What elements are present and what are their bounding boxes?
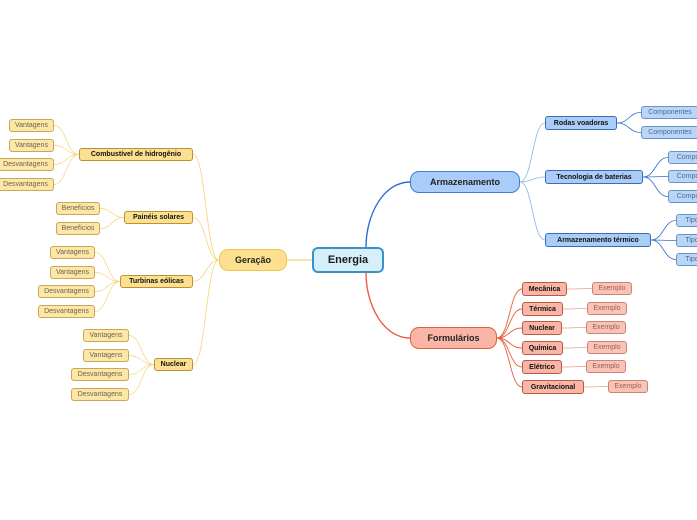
leaf-termico-1[interactable]: Tipo [676,214,697,227]
link-sub-node-tecnologia-baterias-0 [642,157,669,178]
link-sub-node-turbinas-eolicas-2 [94,281,121,292]
link-root-armazenamento [365,181,411,248]
sub-node-nuclear-geracao[interactable]: Nuclear [154,358,193,371]
leaf-hidrogenio-4[interactable]: Desvantagens [0,178,54,191]
link-sub-node-nuclear-geracao-3 [128,364,155,395]
sub-node-gravitacional[interactable]: Gravitacional [522,380,584,394]
link-sub-node-mecanica-exemplo [566,288,593,290]
link-sub-node-nuclear-geracao-2 [128,364,155,375]
link-root-formularios [365,272,411,339]
leaf-hidrogenio-3[interactable]: Desvantagens [0,158,54,171]
leaf-nuclear-4[interactable]: Desvantagens [71,388,129,401]
link-sub-node-tecnologia-baterias-2 [642,176,669,197]
link-sub-node-armazenamento-termico-0 [650,220,677,241]
sub-node-hidrogenio[interactable]: Combustível de hidrogênio [79,148,193,161]
link-sub-node-paineis-solares-0 [99,208,125,218]
leaf-termica-exemplo[interactable]: Exemplo [587,302,627,315]
sub-node-turbinas-eolicas[interactable]: Turbinas eólicas [120,275,193,288]
main-node-geracao[interactable]: Geração [219,249,287,271]
link-formularios-0 [496,288,523,339]
link-sub-node-turbinas-eolicas-3 [94,281,121,312]
leaf-nuclear-3[interactable]: Desvantagens [71,368,129,381]
link-sub-node-hidrogenio-3 [53,154,80,185]
main-node-armazenamento[interactable]: Armazenamento [410,171,520,193]
leaf-turbinas-1[interactable]: Vantagens [50,246,95,259]
sub-node-eletrico[interactable]: Elétrico [522,360,562,374]
leaf-nuclear-exemplo[interactable]: Exemplo [586,321,626,334]
leaf-baterias-1[interactable]: Compo [668,151,697,164]
link-sub-node-hidrogenio-1 [53,145,80,155]
leaf-mecanica-exemplo[interactable]: Exemplo [592,282,632,295]
leaf-gravitacional-exemplo[interactable]: Exemplo [608,380,648,393]
sub-node-armazenamento-termico[interactable]: Armazenamento térmico [545,233,651,247]
link-sub-node-rodas-voadoras-0 [616,112,642,124]
link-formularios-1 [496,308,523,339]
link-sub-node-gravitacional-exemplo [583,386,609,388]
link-sub-node-hidrogenio-2 [53,154,80,165]
leaf-hidrogenio-1[interactable]: Vantagens [9,119,54,132]
link-armazenamento-1 [519,176,546,183]
link-sub-node-quimica-exemplo [562,347,588,349]
leaf-paineis-1[interactable]: Benefícios [56,202,100,215]
sub-node-tecnologia-baterias[interactable]: Tecnologia de baterias [545,170,643,184]
sub-node-quimica[interactable]: Química [522,341,563,355]
link-sub-node-rodas-voadoras-1 [616,122,642,133]
link-geracao-2 [192,259,220,282]
leaf-nuclear-2[interactable]: Vantagens [83,349,129,362]
sub-node-mecanica[interactable]: Mecânica [522,282,567,296]
link-sub-node-turbinas-eolicas-1 [94,272,121,282]
leaf-rodas-2[interactable]: Componentes [641,126,697,139]
leaf-termico-3[interactable]: Tipo [676,253,697,266]
link-sub-node-nuclear-formula-exemplo [561,327,587,329]
leaf-termico-2[interactable]: Tipo [676,234,697,247]
link-geracao-3 [192,259,220,365]
link-geracao-0 [192,154,220,261]
leaf-quimica-exemplo[interactable]: Exemplo [587,341,627,354]
leaf-turbinas-2[interactable]: Vantagens [50,266,95,279]
link-sub-node-hidrogenio-0 [53,125,80,155]
link-sub-node-termica-exemplo [562,308,588,310]
link-geracao-1 [192,217,220,261]
leaf-baterias-3[interactable]: Compo [668,190,697,203]
leaf-hidrogenio-2[interactable]: Vantagens [9,139,54,152]
main-node-formularios[interactable]: Formulários [410,327,497,349]
link-sub-node-eletrico-exemplo [561,366,587,368]
leaf-rodas-1[interactable]: Componentes [641,106,697,119]
link-sub-node-paineis-solares-1 [99,217,125,229]
leaf-eletrico-exemplo[interactable]: Exemplo [586,360,626,373]
link-armazenamento-2 [519,181,546,241]
link-sub-node-turbinas-eolicas-0 [94,252,121,282]
leaf-turbinas-3[interactable]: Desvantagens [38,285,95,298]
leaf-baterias-2[interactable]: Compo [668,170,697,183]
leaf-nuclear-1[interactable]: Vantagens [83,329,129,342]
link-sub-node-nuclear-geracao-1 [128,355,155,365]
leaf-paineis-2[interactable]: Benefícios [56,222,100,235]
sub-node-termica[interactable]: Térmica [522,302,563,316]
link-formularios-5 [496,337,523,388]
leaf-turbinas-4[interactable]: Desvantagens [38,305,95,318]
root-node[interactable]: Energia [312,247,384,273]
link-armazenamento-0 [519,122,546,183]
sub-node-nuclear-formula[interactable]: Nuclear [522,321,562,335]
sub-node-paineis-solares[interactable]: Painéis solares [124,211,193,224]
link-sub-node-armazenamento-termico-2 [650,239,677,260]
sub-node-rodas-voadoras[interactable]: Rodas voadoras [545,116,617,130]
link-sub-node-nuclear-geracao-0 [128,335,155,365]
link-formularios-2 [496,327,523,339]
